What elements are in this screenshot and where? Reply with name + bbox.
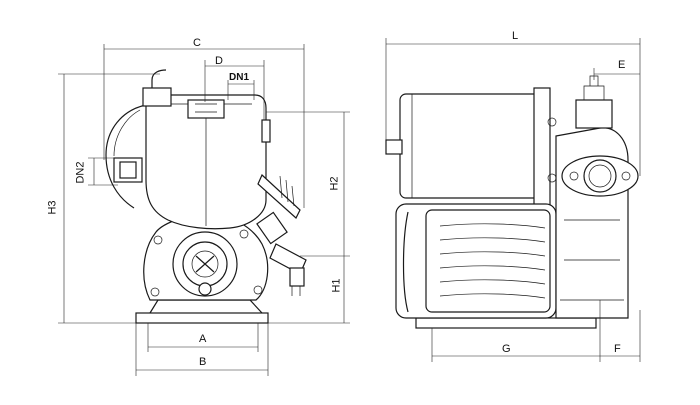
side-motor-shell (425, 209, 551, 313)
label-h3: H3 (46, 200, 59, 215)
side-tank (399, 93, 549, 199)
side-head-lines (560, 219, 624, 301)
front-right-tab (261, 119, 271, 143)
front-bolt (253, 285, 263, 295)
side-outlet-block (575, 99, 613, 129)
label-d: D (215, 55, 223, 67)
label-a: A (199, 333, 207, 345)
label-h1: H1 (330, 278, 343, 293)
side-tank-valve (385, 139, 403, 155)
side-inlet-bolt (621, 171, 631, 181)
side-inlet-bolt (569, 171, 579, 181)
front-outlet-port (187, 99, 225, 119)
front-base-plate (135, 312, 269, 324)
front-bolt (239, 229, 249, 239)
front-bolt (150, 287, 160, 297)
front-volute-ring (172, 231, 238, 297)
side-base-plate (415, 317, 597, 329)
label-l: L (512, 30, 519, 42)
side-motor-endcap (402, 211, 409, 313)
front-base-skirt (149, 299, 263, 314)
side-outlet-nipple (583, 85, 605, 100)
label-f: F (614, 343, 621, 355)
front-bolt (153, 235, 163, 245)
label-b: B (199, 356, 207, 368)
side-inlet-mesh (588, 164, 612, 188)
front-cable (151, 69, 167, 88)
front-dimensions (58, 44, 350, 376)
front-switch-box (142, 87, 172, 107)
label-dn1: DN1 (229, 72, 250, 83)
side-flange-bolt (547, 117, 557, 127)
front-fitting-ribs (279, 175, 295, 207)
front-motor-dome-inner (113, 109, 141, 157)
front-shaft-cross (195, 255, 215, 273)
front-dn2-nut (119, 161, 137, 179)
label-h2: H2 (328, 176, 341, 191)
front-check-valve (256, 211, 288, 245)
label-dn2: DN2 (74, 161, 87, 184)
front-fitting-pins (291, 286, 301, 296)
label-e: E (618, 59, 626, 71)
label-g: G (502, 343, 511, 355)
side-dimensions (385, 38, 641, 362)
side-view (385, 75, 639, 329)
front-fitting-cap (289, 267, 305, 287)
front-motor-dome (105, 104, 147, 209)
side-motor-fins (439, 223, 546, 299)
label-c: C (193, 37, 201, 49)
front-drain-plug (198, 282, 212, 296)
side-tank-flange (533, 87, 551, 207)
front-shaft-ring (191, 250, 219, 278)
front-outlet-threads (195, 103, 217, 113)
front-view (105, 69, 307, 324)
